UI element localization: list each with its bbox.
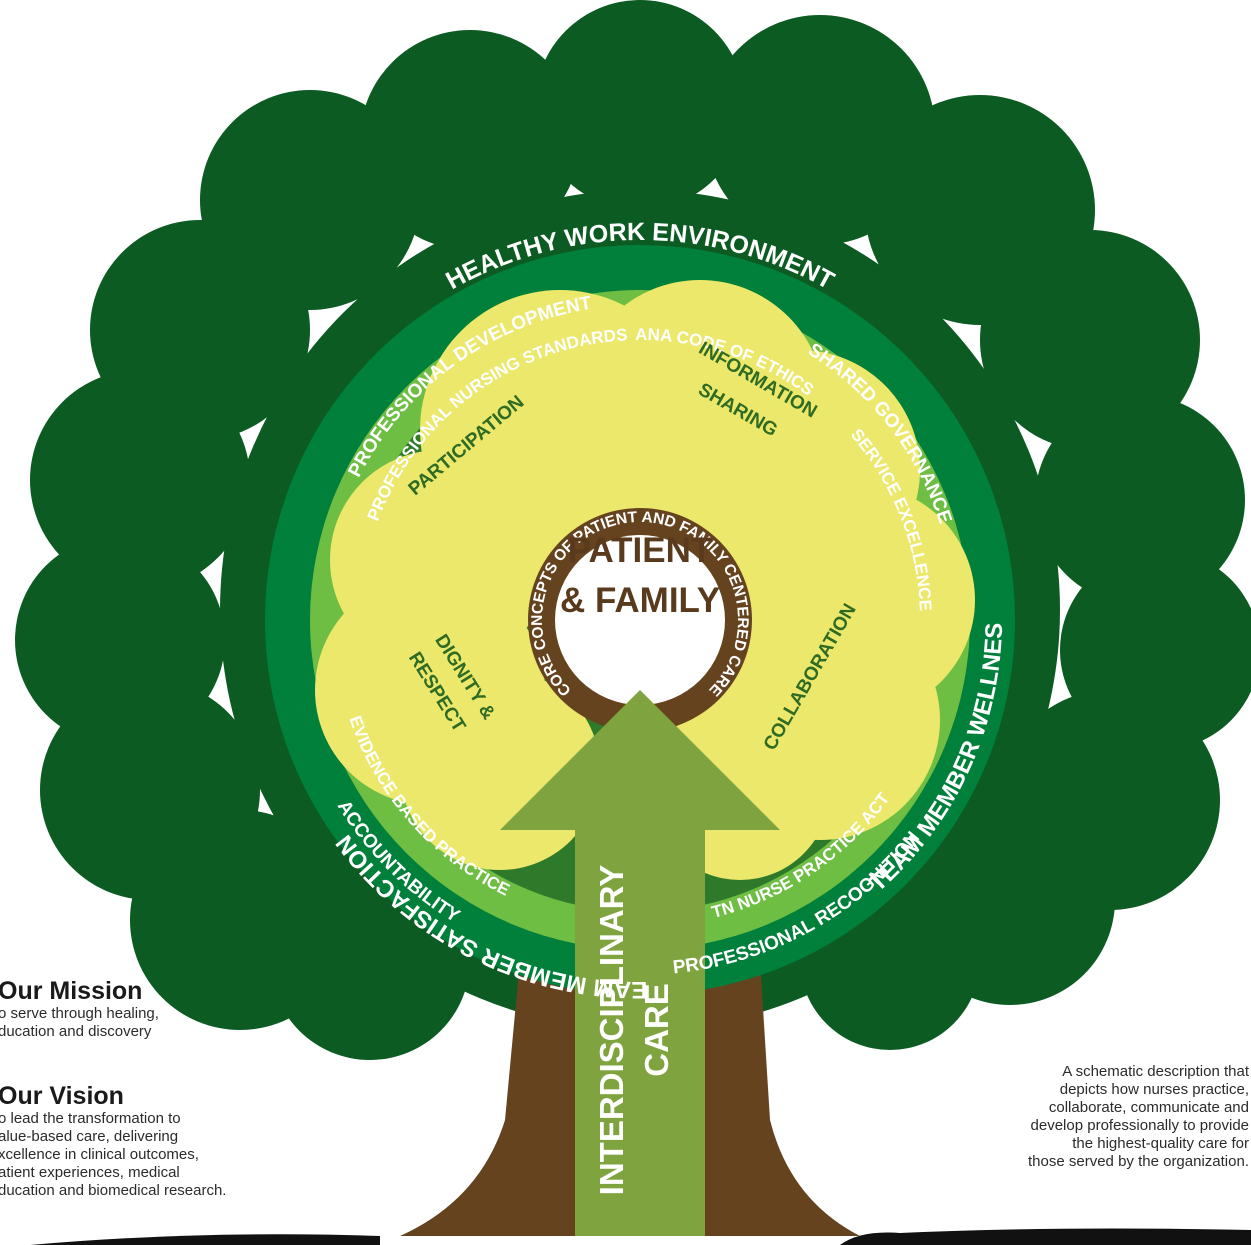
center-circle — [555, 535, 725, 705]
vision-block: Our Vision o lead the transformation to … — [0, 1082, 226, 1200]
ground-left — [30, 1234, 380, 1245]
interdisciplinary-arrow — [500, 690, 780, 1236]
vision-heading: Our Vision — [0, 1082, 124, 1110]
center-label-line2: & FAMILY — [560, 581, 720, 620]
vision-text: o lead the transformation to alue-based … — [0, 1110, 227, 1199]
diagram-caption: A schematic description that depicts how… — [1028, 1063, 1249, 1170]
mission-text: o serve through healing, ducation and di… — [0, 1005, 159, 1040]
mission-block: Our Mission o serve through healing, duc… — [0, 977, 159, 1041]
arrow-label-line1: INTERDISCIPLINARY — [593, 865, 630, 1196]
mission-heading: Our Mission — [0, 977, 143, 1005]
center-label-line1: PATIENT — [568, 531, 713, 570]
ground-right — [840, 1228, 1251, 1245]
arrow-label-line2: CARE — [638, 983, 675, 1077]
